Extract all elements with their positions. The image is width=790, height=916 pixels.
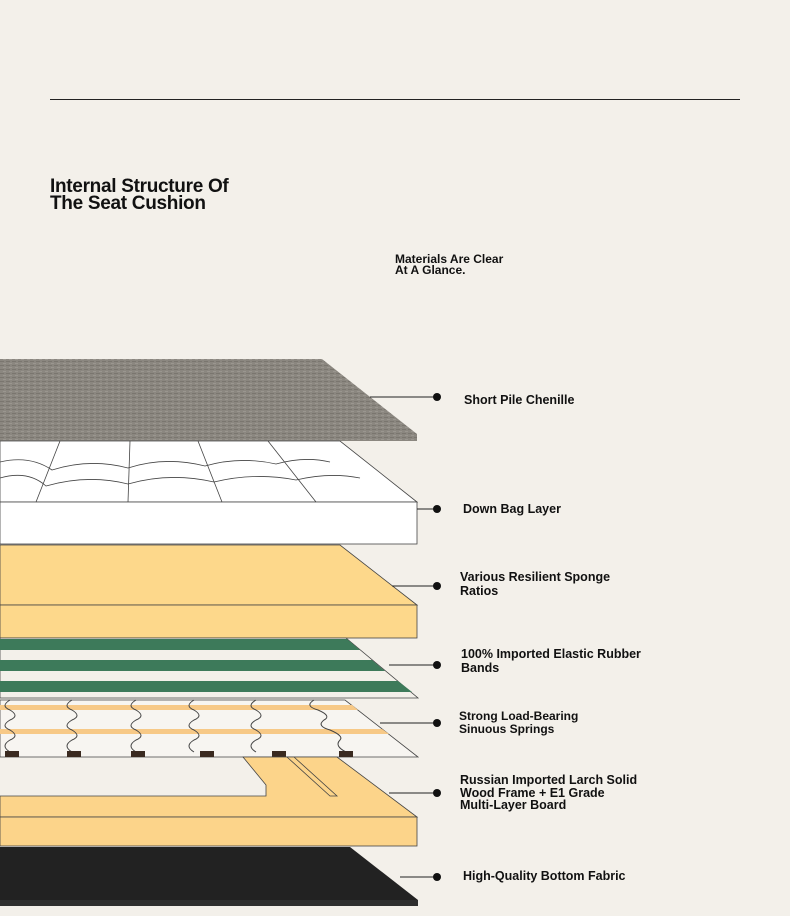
subtitle-line-1: Materials Are Clear [395, 252, 504, 266]
label-frame-line-3: Multi-Layer Board [460, 798, 567, 812]
down-bag-layer [0, 440, 419, 545]
bottom-fabric-layer [0, 847, 418, 906]
label-frame-line-1: Russian Imported Larch Solid [460, 773, 638, 787]
label-springs: Strong Load-Bearing Sinuous Springs [459, 710, 578, 736]
label-springs-line-2: Sinuous Springs [459, 722, 555, 736]
label-bottom-line-1: High-Quality Bottom Fabric [463, 869, 626, 883]
label-down-line-1: Down Bag Layer [463, 502, 561, 516]
leader-dots [433, 393, 441, 881]
rubber-bands-layer [0, 637, 420, 699]
wood-frame-layer [0, 756, 419, 847]
header-divider [50, 99, 740, 100]
sponge-layer [0, 544, 419, 639]
chenille-layer [0, 359, 417, 441]
label-rubber: 100% Imported Elastic Rubber Bands [461, 647, 641, 675]
label-rubber-line-2: Bands [461, 661, 500, 675]
label-sponge-line-1: Various Resilient Sponge [460, 570, 611, 584]
label-sponge-line-2: Ratios [460, 584, 499, 598]
label-chenille: Short Pile Chenille [464, 393, 574, 407]
label-frame: Russian Imported Larch Solid Wood Frame … [460, 774, 637, 812]
springs-layer [0, 699, 420, 758]
label-sponge: Various Resilient Sponge Ratios [460, 570, 610, 598]
label-rubber-line-1: 100% Imported Elastic Rubber [461, 647, 641, 661]
label-bottom: High-Quality Bottom Fabric [463, 869, 626, 883]
page-subtitle: Materials Are Clear At A Glance. [395, 252, 504, 277]
page-title: Internal Structure Of The Seat Cushion [50, 176, 229, 214]
label-down-bag: Down Bag Layer [463, 502, 561, 516]
title-line-1: Internal Structure Of [50, 176, 229, 197]
title-line-2: The Seat Cushion [50, 193, 206, 214]
leader-lines [370, 396, 437, 878]
label-frame-line-2: Wood Frame + E1 Grade [460, 785, 605, 800]
label-chenille-line-1: Short Pile Chenille [464, 393, 575, 407]
label-springs-line-1: Strong Load-Bearing [459, 709, 579, 723]
subtitle-line-2: At A Glance. [395, 263, 466, 277]
